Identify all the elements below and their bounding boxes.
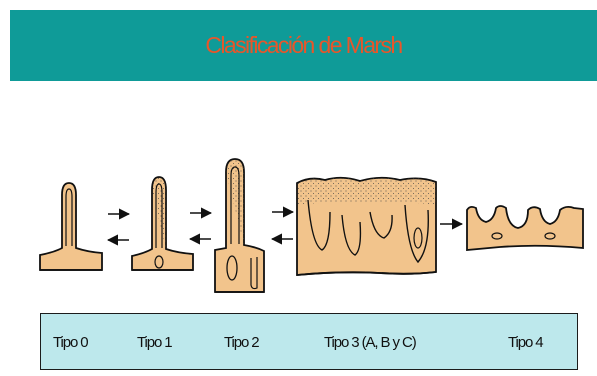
stage-label-tipo-0: Tipo 0 xyxy=(53,334,88,351)
reversible-arrows-icon xyxy=(272,212,293,239)
tipo-4-mucosa xyxy=(467,206,583,250)
marsh-classification-illustration xyxy=(0,150,597,310)
title-banner: Clasificación de Marsh xyxy=(10,10,597,81)
stage-label-tipo-3: Tipo 3 (A, B y C) xyxy=(324,334,416,351)
page-title: Clasificación de Marsh xyxy=(10,10,597,81)
reversible-arrows-icon xyxy=(190,213,211,239)
tipo-1-villus xyxy=(132,177,193,270)
tipo-0-villus xyxy=(40,183,102,270)
stage-label-tipo-2: Tipo 2 xyxy=(224,334,259,351)
stage-labels-box: Tipo 0 Tipo 1 Tipo 2 Tipo 3 (A, B y C) T… xyxy=(40,313,578,370)
tipo-3-mucosa xyxy=(297,178,436,275)
stage-label-tipo-1: Tipo 1 xyxy=(137,334,172,351)
reversible-arrows-icon xyxy=(108,214,129,240)
tipo-2-villus xyxy=(215,159,264,292)
stage-label-tipo-4: Tipo 4 xyxy=(508,334,543,351)
